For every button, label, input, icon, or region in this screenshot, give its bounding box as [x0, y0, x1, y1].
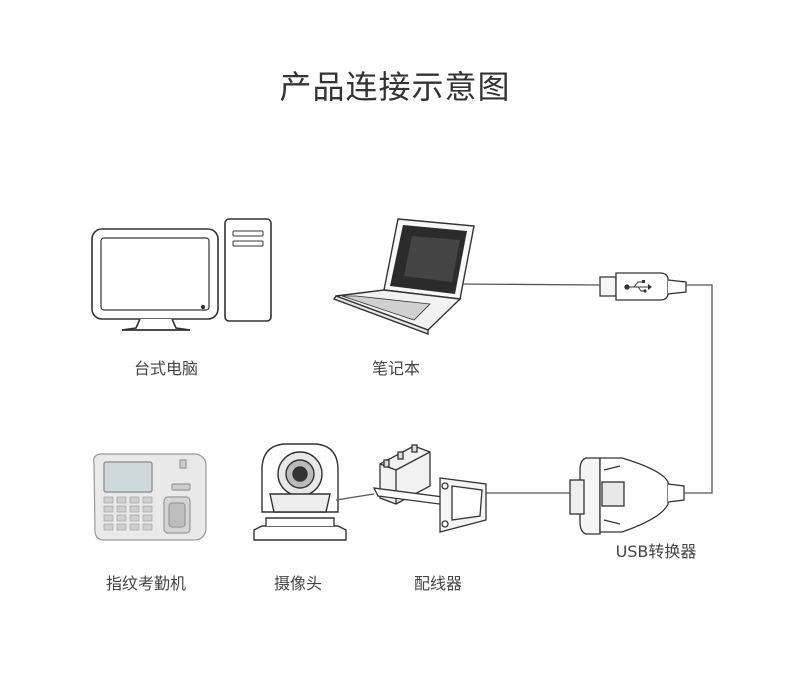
desktop-monitor-icon [91, 228, 219, 331]
usb-to-converter-cable [684, 284, 713, 494]
usb-plug-icon [599, 272, 687, 301]
desktop-tower-icon [224, 218, 272, 322]
camera-to-adapter-cable [335, 493, 375, 501]
desktop-label: 台式电脑 [133, 359, 198, 378]
adapter-label: 配线器 [413, 574, 462, 593]
laptop-to-usb-cable [461, 283, 601, 286]
camera-label: 摄像头 [273, 574, 322, 593]
camera-icon [253, 443, 347, 541]
diagram-title: 产品连接示意图 [279, 68, 511, 106]
laptop-icon [332, 218, 475, 336]
adapter-icon [372, 444, 487, 533]
laptop-label: 笔记本 [371, 359, 420, 378]
fingerprint-machine-icon [93, 453, 207, 541]
connection-lines [335, 283, 713, 501]
usb-converter-label: USB转换器 [615, 542, 697, 561]
usb-converter-icon [569, 457, 685, 535]
attendance-machine-label: 指纹考勤机 [105, 574, 186, 593]
